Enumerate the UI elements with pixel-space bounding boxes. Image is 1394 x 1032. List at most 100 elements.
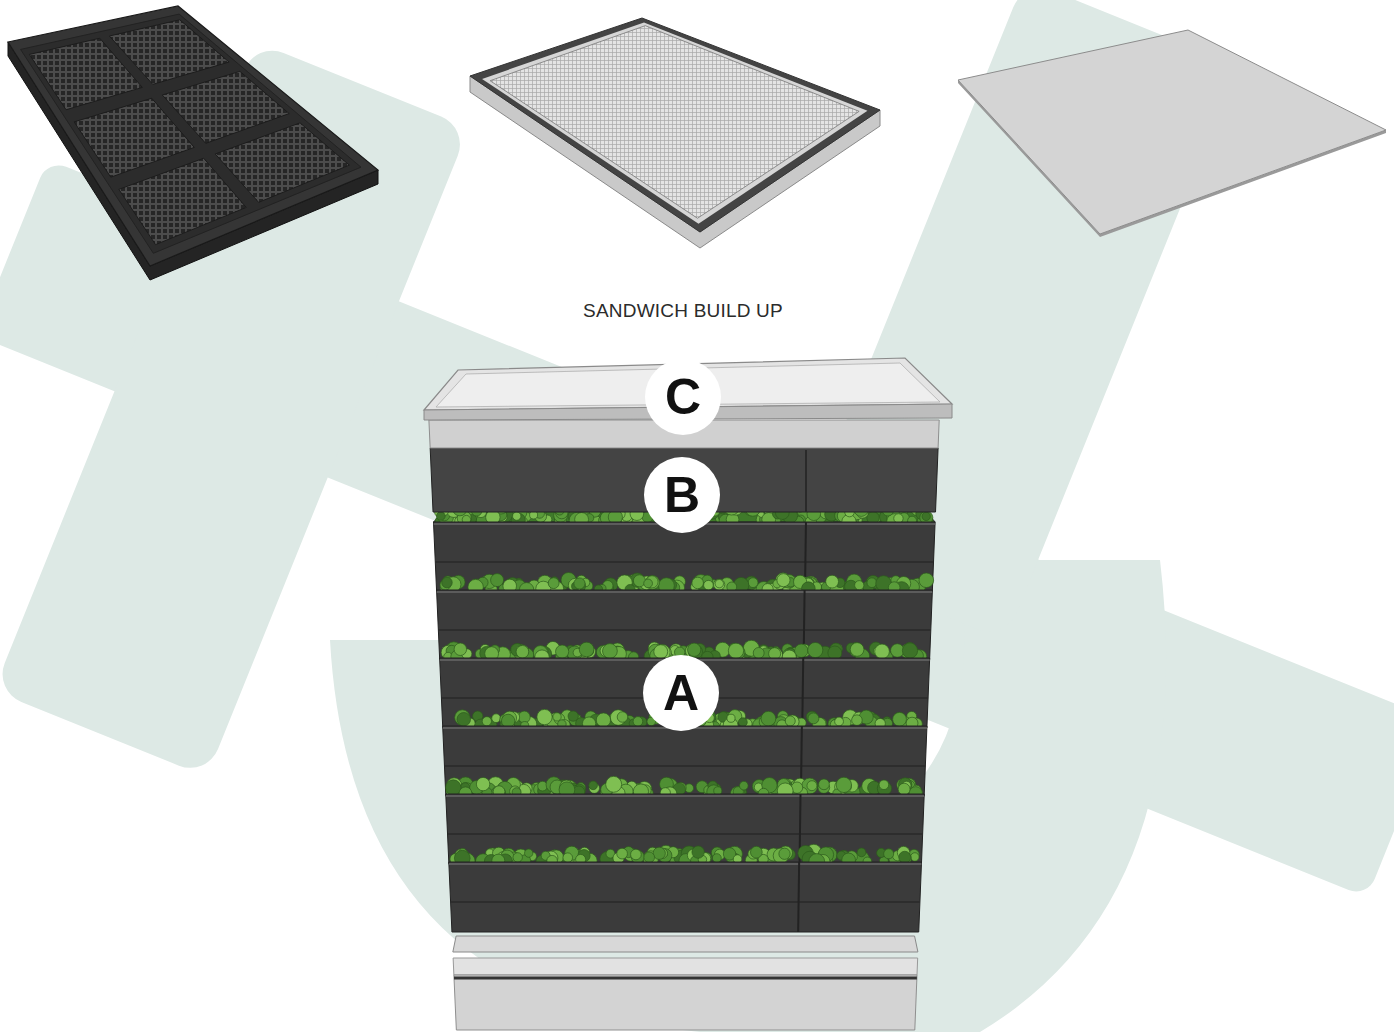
callout-letter: C	[665, 372, 701, 422]
plant	[596, 713, 610, 727]
plant	[808, 713, 819, 724]
plant	[457, 713, 471, 727]
plant	[492, 714, 501, 723]
plant	[687, 643, 700, 656]
base-frame-edge	[454, 977, 917, 980]
callout-circle: A	[643, 655, 719, 731]
plant	[704, 580, 714, 590]
plant	[922, 512, 930, 520]
frame-rim	[470, 18, 880, 232]
frame-border	[482, 23, 867, 224]
plant	[826, 575, 839, 588]
tray-compartment	[109, 20, 229, 85]
plant	[879, 780, 889, 790]
base-frame-top	[453, 958, 918, 975]
plant	[633, 575, 645, 587]
plant	[455, 710, 470, 725]
plant	[884, 849, 894, 859]
tray-groove	[444, 765, 925, 767]
plant	[712, 854, 721, 863]
plant	[819, 779, 830, 790]
plant	[606, 776, 622, 792]
component-illustrations	[8, 6, 1386, 280]
plant	[579, 642, 594, 657]
plant	[739, 781, 748, 790]
plant	[476, 777, 489, 790]
callout-letter: A	[663, 668, 699, 718]
tray-rim-line	[446, 795, 924, 797]
plant	[553, 713, 561, 721]
callout-circle: C	[645, 359, 721, 435]
tray-compartment	[215, 123, 349, 202]
diagram-title: SANDWICH BUILD UP	[583, 300, 783, 322]
plant	[513, 512, 521, 520]
plant	[653, 847, 665, 859]
plant	[902, 643, 917, 658]
tray-front	[443, 726, 927, 796]
plant	[644, 852, 655, 863]
plant	[857, 848, 866, 857]
plant	[898, 783, 910, 795]
callout-circle: B	[644, 457, 720, 533]
callout-letter: B	[664, 470, 700, 520]
plant	[631, 849, 642, 860]
plant	[537, 709, 552, 724]
tray-front	[440, 658, 930, 728]
tray-groove	[438, 629, 930, 631]
tray-groove	[451, 901, 920, 903]
sandwich-stack	[424, 358, 952, 1030]
plant	[589, 781, 598, 790]
plant	[728, 643, 743, 658]
plant	[738, 718, 747, 727]
plant	[548, 578, 559, 589]
plant	[574, 578, 585, 589]
tray-rim	[8, 6, 378, 266]
tray-front	[437, 590, 933, 660]
plant	[779, 848, 790, 859]
plant	[437, 512, 446, 521]
plant	[867, 578, 877, 588]
plant	[850, 643, 864, 657]
plant	[753, 648, 764, 659]
plant	[454, 643, 466, 655]
plant	[442, 577, 453, 588]
plant	[911, 853, 919, 861]
plant	[875, 644, 890, 659]
tray-rim-line	[437, 591, 933, 593]
plant	[715, 579, 723, 587]
plant	[893, 712, 907, 726]
plant	[852, 715, 863, 726]
plant	[795, 644, 808, 657]
plant	[603, 644, 618, 659]
plant	[563, 853, 573, 863]
plant	[617, 712, 628, 723]
plant	[556, 645, 569, 658]
tray-compartment	[119, 158, 246, 244]
plant	[835, 717, 844, 726]
tray-seam	[798, 862, 799, 932]
plant	[761, 711, 776, 726]
plant	[513, 853, 522, 862]
plant	[785, 716, 795, 726]
plant	[808, 642, 823, 657]
tray-rim-line	[449, 863, 922, 865]
plant	[568, 711, 578, 721]
plant	[891, 644, 905, 658]
plant	[919, 573, 934, 588]
plant	[713, 579, 724, 590]
tray-groove	[435, 561, 933, 563]
plant	[807, 781, 817, 791]
tray-seam	[805, 450, 807, 512]
plant	[644, 579, 653, 588]
tray-seam	[802, 658, 803, 728]
plant	[491, 574, 504, 587]
frame-mesh	[490, 26, 859, 219]
plant	[482, 717, 491, 726]
plant	[750, 846, 762, 858]
tray-front	[449, 862, 922, 932]
tray-floor	[21, 14, 361, 253]
plant	[777, 574, 790, 587]
plant	[518, 711, 530, 723]
